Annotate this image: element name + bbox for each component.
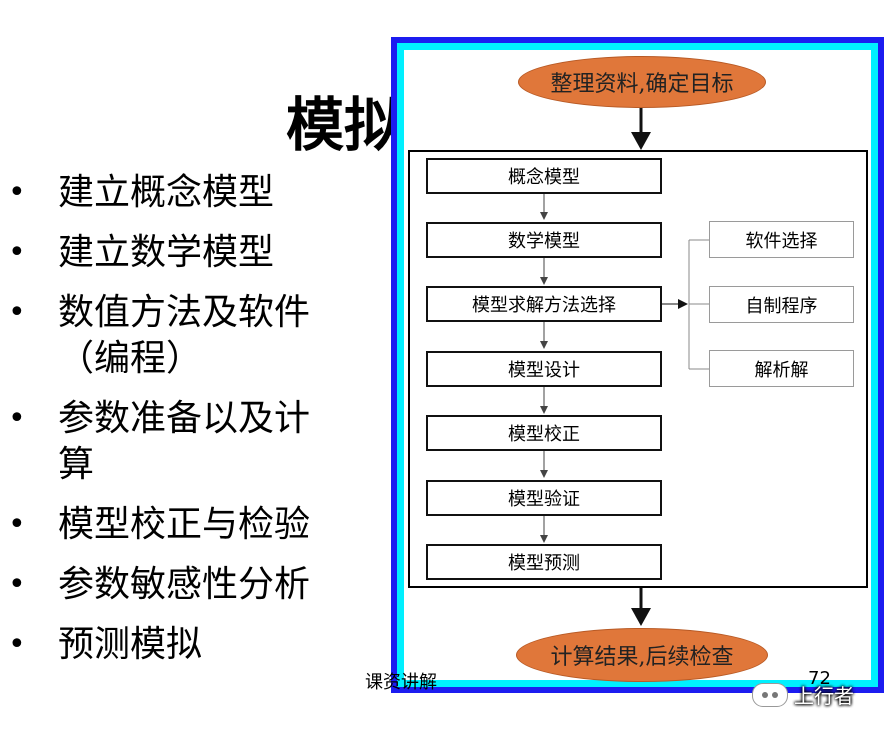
bullet-dot: • <box>8 175 26 210</box>
bullet-item: • 预测模拟 <box>0 622 360 668</box>
bullet-item: • 参数准备以及计算 <box>0 396 360 488</box>
process-box <box>408 150 868 588</box>
step-arrow-head <box>540 406 548 414</box>
bullet-item: • 建立数学模型 <box>0 230 360 276</box>
bullet-dot: • <box>8 567 26 602</box>
bullet-text: 模型校正与检验 <box>58 504 311 545</box>
bullet-dot: • <box>8 627 26 662</box>
start-arrow-head <box>631 132 651 150</box>
step-box: 模型校正 <box>426 415 662 451</box>
bullet-dot: • <box>8 295 26 330</box>
bullet-item: • 数值方法及软件 （编程） <box>0 290 360 382</box>
bullet-item: • 建立概念模型 <box>0 170 360 216</box>
branch-arrow-head <box>678 299 688 309</box>
step-box: 数学模型 <box>426 222 662 258</box>
step-box: 模型验证 <box>426 480 662 516</box>
bullet-text: 算 <box>58 444 95 485</box>
option-box: 自制程序 <box>709 286 854 323</box>
bullet-item: • 参数敏感性分析 <box>0 562 360 608</box>
watermark: 上行者 <box>752 680 854 709</box>
page-number: 72 <box>808 668 831 689</box>
slide-footer: 课资讲解 <box>365 672 437 693</box>
bullet-text: 参数准备以及计 <box>58 398 311 439</box>
slide-title: 模拟 <box>286 91 403 159</box>
step-box: 概念模型 <box>426 158 662 194</box>
bullet-dot: • <box>8 507 26 542</box>
step-arrow-head <box>540 470 548 478</box>
step-arrow-head <box>540 341 548 349</box>
bullet-text: 参数敏感性分析 <box>58 564 311 605</box>
bullet-dot: • <box>8 235 26 270</box>
step-arrow-head <box>540 212 548 220</box>
bullet-item: • 模型校正与检验 <box>0 502 360 548</box>
step-arrow-head <box>540 277 548 285</box>
option-box: 解析解 <box>709 350 854 387</box>
bullet-list: • 建立概念模型 • 建立数学模型 • 数值方法及软件 （编程） • 参数准备以及计算 •… <box>0 170 360 682</box>
step-box: 模型求解方法选择 <box>426 286 662 322</box>
wechat-icon <box>752 682 788 707</box>
bullet-dot: • <box>8 401 26 436</box>
step-box: 模型预测 <box>426 544 662 580</box>
watermark-text: 上行者 <box>794 684 854 708</box>
end-oval: 计算结果,后续检查 <box>516 628 768 682</box>
bullet-text: 数值方法及软件 <box>58 292 311 333</box>
end-arrow-head <box>631 608 651 626</box>
step-box: 模型设计 <box>426 351 662 387</box>
bullet-text: 预测模拟 <box>58 624 203 665</box>
option-box: 软件选择 <box>709 221 854 258</box>
bullet-text: （编程） <box>58 338 203 379</box>
bullet-text: 建立数学模型 <box>58 232 275 273</box>
flowchart-frame-outer <box>391 37 884 693</box>
step-arrow-head <box>540 535 548 543</box>
start-oval: 整理资料,确定目标 <box>518 56 766 108</box>
bullet-text: 建立概念模型 <box>58 172 275 213</box>
